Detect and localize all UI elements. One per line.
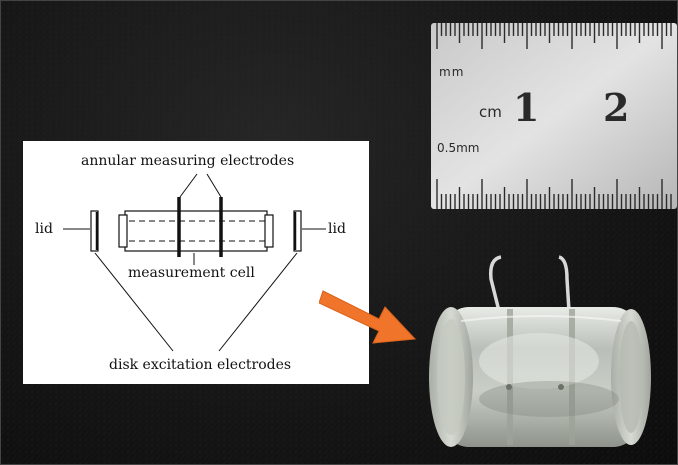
annular-electrodes-label: annular measuring electrodes: [81, 153, 295, 169]
measurement-cell-label: measurement cell: [128, 265, 255, 281]
ruler-mm-label: mm: [439, 65, 465, 79]
ruler-half-mm-label: 0.5mm: [437, 141, 480, 155]
lid-left-label: lid: [35, 221, 53, 237]
schematic-diagram: annular measuring electrodes lid lid mea…: [23, 141, 369, 384]
metal-ruler: mm cm 1 2 0.5mm: [431, 23, 677, 209]
measurement-cell-device: [429, 255, 651, 447]
disk-pointer-left: [94, 252, 174, 352]
orange-arrow-icon: [319, 290, 417, 344]
ruler-mark-1: 1: [513, 85, 540, 130]
cell-right-end: [264, 214, 274, 248]
annular-pointer-left: [179, 173, 198, 198]
ruler-mark-2: 2: [603, 85, 630, 130]
disk-pointer-right: [218, 252, 298, 352]
cell-left-end: [118, 214, 128, 248]
disk-electrodes-label: disk excitation electrodes: [109, 357, 292, 373]
lid-right-label: lid: [328, 221, 346, 237]
schematic-drawing: [63, 173, 326, 352]
annular-pointer-right: [206, 173, 222, 198]
ruler-cm-label: cm: [479, 103, 502, 121]
cell-outline: [124, 210, 268, 252]
